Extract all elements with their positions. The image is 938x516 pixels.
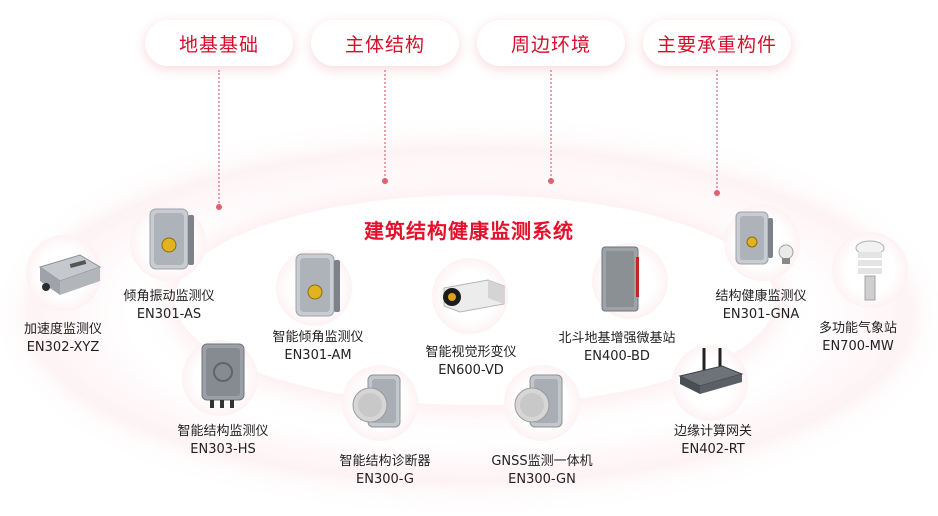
connector-dot [382, 178, 388, 184]
device-name: 倾角振动监测仪 [123, 289, 215, 304]
device-name: 智能结构监测仪 [177, 424, 269, 439]
connector-line [384, 70, 386, 180]
device-code: EN700-MW [822, 339, 894, 354]
device-name: 边缘计算网关 [673, 424, 752, 439]
device-name: 北斗地基增强微基站 [558, 331, 676, 346]
category-surroundings[interactable]: 周边环境 [477, 20, 625, 66]
structure-monitor-icon [201, 343, 245, 408]
device-name: 结构健康监测仪 [715, 289, 807, 304]
device-code: EN600-VD [438, 363, 504, 378]
device-name: GNSS监测一体机 [491, 454, 593, 469]
tilt-sensor-icon [149, 208, 194, 270]
device-code: EN301-GNA [722, 307, 800, 322]
device-name: 智能倾角监测仪 [272, 330, 364, 345]
weather-station-icon [855, 240, 885, 301]
connector-line [550, 70, 552, 180]
tilt-monitor-icon [295, 253, 340, 317]
edge-gateway-icon [678, 348, 744, 394]
base-station-icon [601, 246, 639, 312]
connector-dot [714, 190, 720, 196]
health-monitor-icon [735, 211, 794, 265]
device-code: EN302-XYZ [26, 340, 100, 355]
device-code: EN301-AM [284, 348, 352, 363]
device-code: EN300-G [356, 472, 414, 487]
vision-camera-icon [443, 279, 505, 313]
device-code: EN400-BD [584, 349, 650, 364]
category-main-structure[interactable]: 主体结构 [311, 20, 459, 66]
system-title: 建筑结构健康监测系统 [364, 219, 574, 243]
accelerometer-icon [38, 254, 102, 295]
category-load-bearing[interactable]: 主要承重构件 [643, 20, 791, 66]
device-code: EN301-AS [136, 307, 202, 322]
connector-dot [216, 204, 222, 210]
device-code: EN303-HS [190, 442, 256, 457]
device-name: 智能视觉形变仪 [425, 345, 517, 360]
connector-line [218, 70, 220, 206]
device-name: 多功能气象站 [818, 321, 897, 336]
device-name: 智能结构诊断器 [339, 454, 431, 469]
category-foundation[interactable]: 地基基础 [145, 20, 293, 66]
device-code: EN300-GN [508, 472, 576, 487]
gnss-device-icon [514, 374, 563, 428]
device-code: EN402-RT [681, 442, 745, 457]
device-name: 加速度监测仪 [23, 322, 102, 337]
diagnostic-device-icon [352, 374, 401, 428]
connector-dot [548, 178, 554, 184]
connector-line [716, 70, 718, 192]
